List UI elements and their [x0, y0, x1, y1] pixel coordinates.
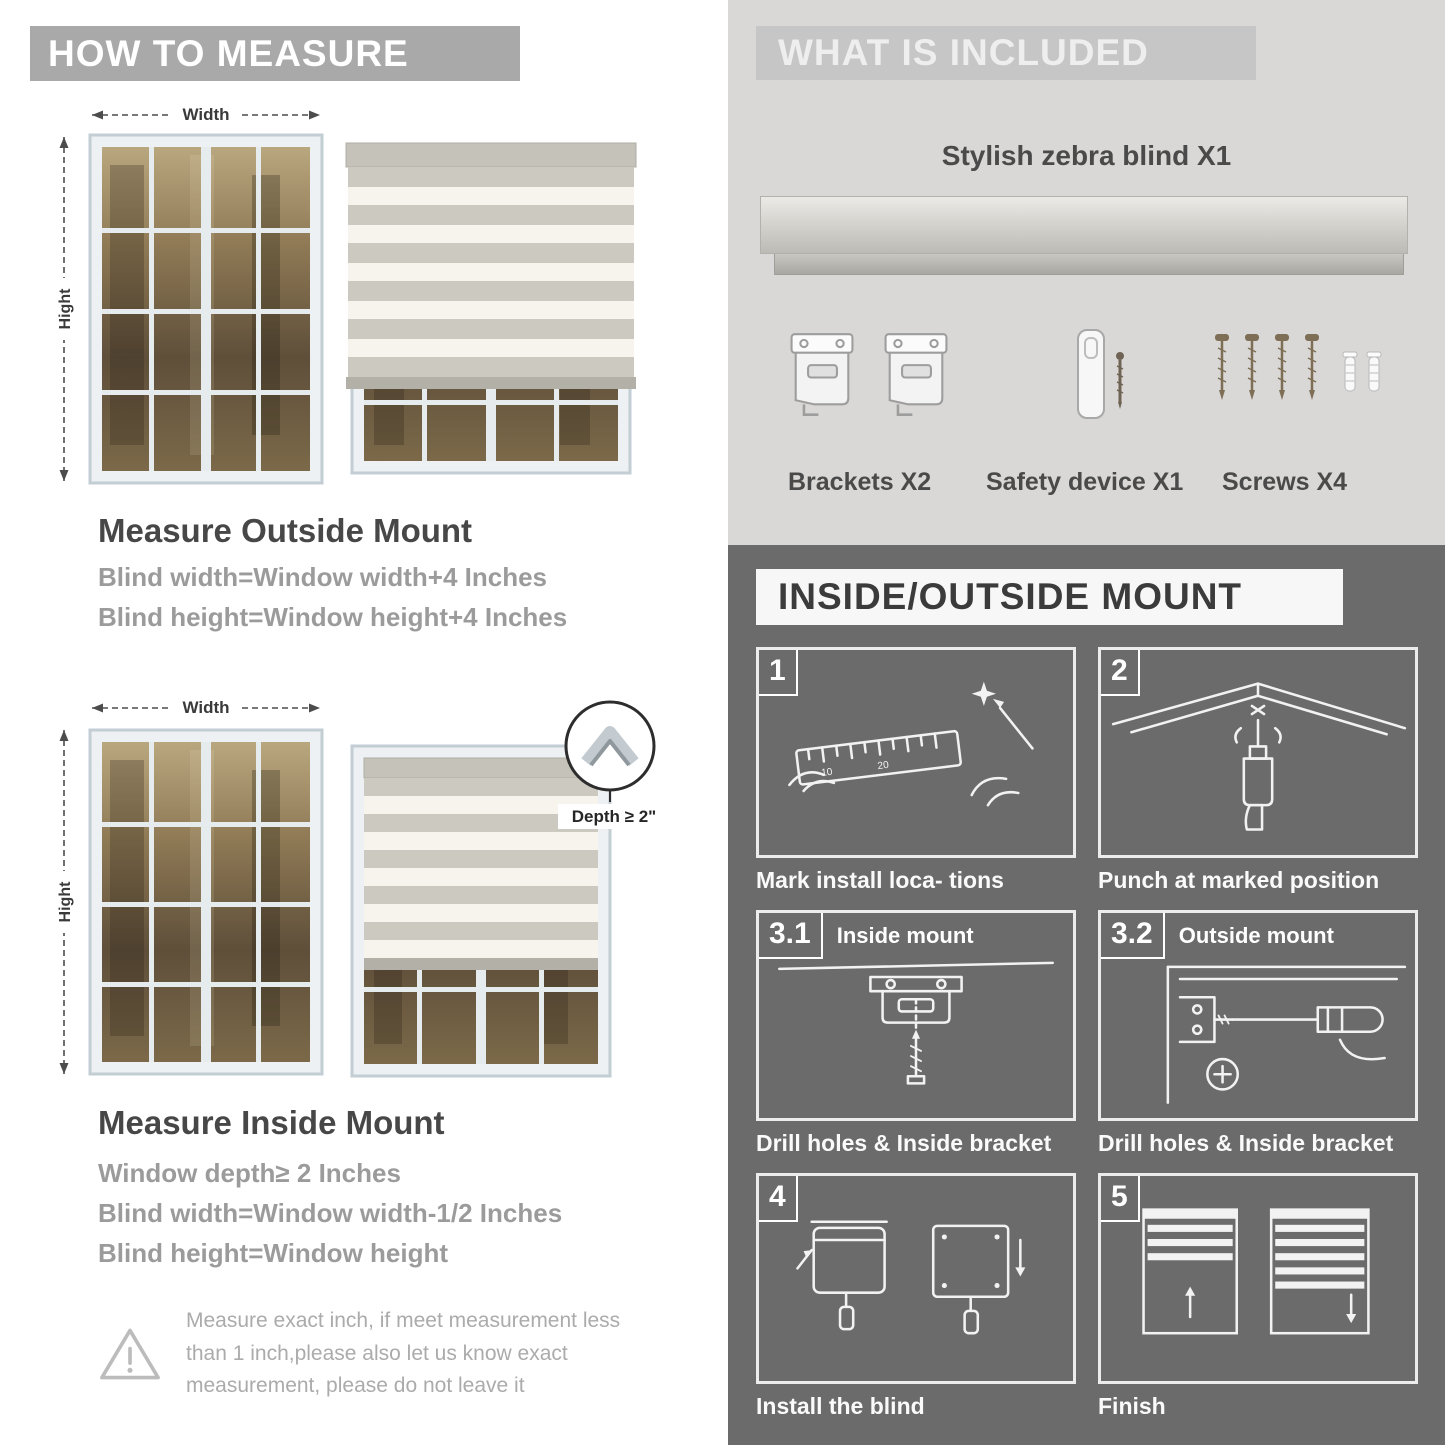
install-blind-illustration [796, 1220, 1026, 1335]
punch-position-illustration [1111, 682, 1407, 831]
svg-text:10: 10 [821, 767, 834, 779]
wall-anchor-icon [1342, 351, 1382, 392]
screws-icon [1215, 334, 1382, 400]
mark-locations-illustration: 10 20 [788, 681, 1034, 807]
inside-mount-diagram: Width Hight [51, 695, 670, 1078]
mount-header: INSIDE/OUTSIDE MOUNT [756, 569, 1343, 625]
step-sub-label: Inside mount [836, 923, 974, 948]
safety-device-label: Safety device X1 [986, 468, 1184, 496]
window-illustration [88, 728, 324, 1076]
step-install-blind: 4 [756, 1173, 1076, 1420]
blind-window-illustration [345, 142, 637, 475]
outside-mount-title: Measure Outside Mount [98, 512, 473, 549]
depth-label: Depth ≥ 2" [572, 807, 656, 826]
step-inside-mount-bracket: 3.1 Inside mount [756, 910, 1076, 1157]
step-caption: Punch at marked position [1098, 867, 1380, 893]
step-punch-position: 2 [1098, 647, 1418, 894]
inside-depth-rule: Window depth≥ 2 Inches [98, 1158, 401, 1188]
how-to-measure-section: HOW TO MEASURE Width [0, 0, 712, 1445]
width-label: Width [182, 105, 229, 124]
step-number: 1 [759, 650, 798, 696]
zebra-blind-headrail-illustration [760, 196, 1408, 275]
screws-label: Screws X4 [1222, 468, 1348, 496]
warning-text: Measure exact inch, if meet measurement … [186, 1309, 621, 1398]
step-number: 4 [759, 1176, 798, 1222]
inside-bracket-illustration [777, 961, 1055, 1085]
screws-illustration [1208, 330, 1393, 430]
step-finish: 5 [1098, 1173, 1418, 1420]
bracket-icon [884, 333, 948, 416]
svg-text:20: 20 [877, 760, 890, 772]
step-caption: Finish [1098, 1393, 1166, 1419]
step-number: 2 [1101, 650, 1140, 696]
brackets-label: Brackets X2 [788, 468, 932, 496]
zebra-blind-label: Stylish zebra blind X1 [941, 140, 1232, 171]
safety-device-icon [1077, 329, 1124, 419]
inside-height-formula: Blind height=Window height [98, 1238, 448, 1268]
depth-callout: Depth ≥ 2" [558, 700, 670, 829]
step-number: 5 [1101, 1176, 1140, 1222]
brackets-illustration [783, 328, 955, 426]
step-box: 5 [1098, 1173, 1418, 1384]
bracket-icon [790, 333, 854, 416]
step-sub-label: Outside mount [1178, 923, 1334, 948]
outside-height-formula: Blind height=Window height+4 Inches [98, 602, 568, 632]
step-caption: Drill holes & Inside bracket [756, 1130, 1052, 1156]
outside-mount-diagram: Width Hight [51, 102, 637, 485]
inside-outside-mount-section: INSIDE/OUTSIDE MOUNT 1 [728, 545, 1445, 1445]
height-label: Hight [57, 288, 74, 330]
measurement-warning: Measure exact inch, if meet measurement … [98, 1305, 643, 1403]
step-box: 3.2 Outside mount [1098, 910, 1418, 1121]
window-illustration [88, 133, 324, 485]
mount-steps-grid: 1 10 20 [756, 647, 1418, 1420]
warning-triangle-icon [100, 1328, 160, 1380]
step-mark-locations: 1 10 20 [756, 647, 1076, 894]
height-label: Hight [57, 881, 74, 923]
finish-illustration [1142, 1208, 1370, 1335]
what-is-included-header: WHAT IS INCLUDED [756, 26, 1256, 80]
what-is-included-section: WHAT IS INCLUDED Stylish zebra blind X1 [728, 0, 1445, 545]
width-label: Width [182, 698, 229, 717]
outside-width-formula: Blind width=Window width+4 Inches [98, 562, 547, 592]
step-box: 4 [756, 1173, 1076, 1384]
step-box: 2 [1098, 647, 1418, 858]
step-number: 3.1 [759, 913, 823, 959]
blind-window-illustration [350, 744, 612, 1078]
inside-mount-title: Measure Inside Mount [98, 1104, 445, 1141]
headrail-bottom-bar [774, 254, 1404, 275]
step-caption: Install the blind [756, 1393, 925, 1419]
step-box: 1 10 20 [756, 647, 1076, 858]
headrail-top-bar [760, 196, 1408, 254]
right-column: WHAT IS INCLUDED Stylish zebra blind X1 [728, 0, 1445, 1445]
outside-bracket-illustration [1166, 965, 1407, 1104]
step-outside-mount-bracket: 3.2 Outside mount [1098, 910, 1418, 1157]
step-caption: Drill holes & Inside bracket [1098, 1130, 1394, 1156]
step-number: 3.2 [1101, 913, 1165, 959]
step-caption: Mark install loca- tions [756, 867, 1004, 893]
how-to-measure-header: HOW TO MEASURE [30, 26, 520, 81]
step-box: 3.1 Inside mount [756, 910, 1076, 1121]
inside-width-formula: Blind width=Window width-1/2 Inches [98, 1198, 563, 1228]
safety-device-illustration [1048, 326, 1148, 431]
